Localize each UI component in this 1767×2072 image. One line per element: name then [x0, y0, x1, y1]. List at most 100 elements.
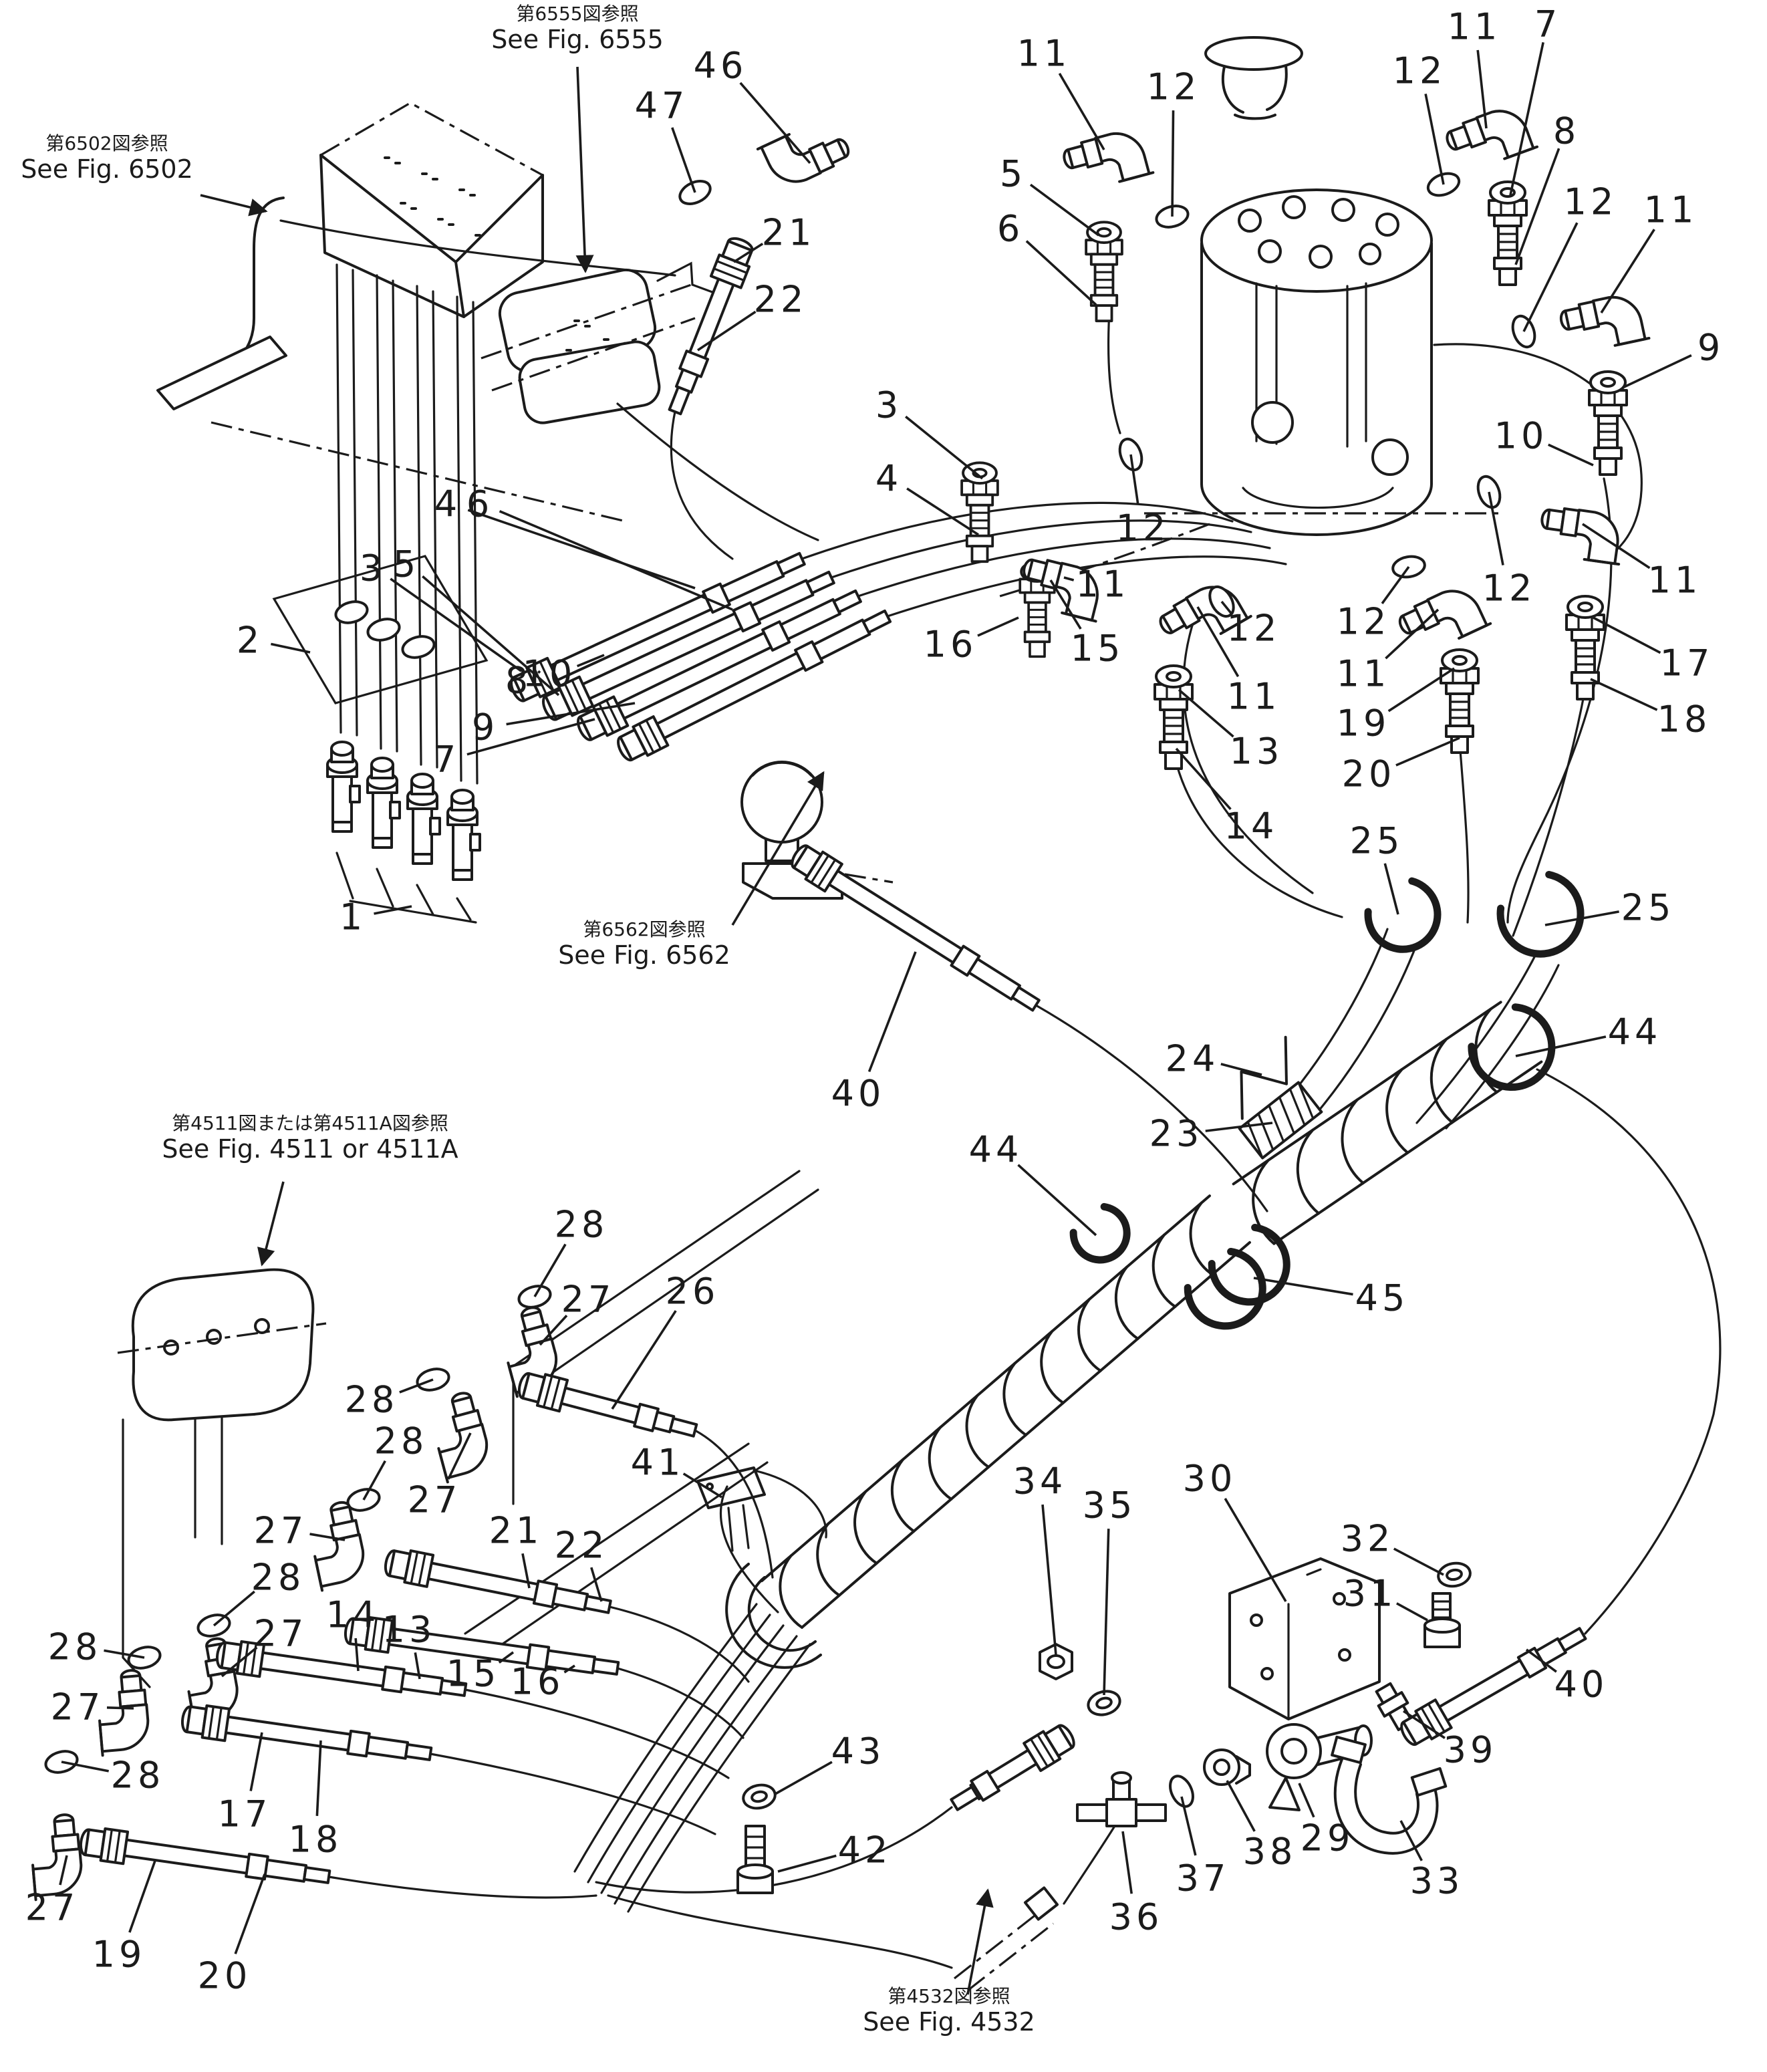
leader-line — [59, 1855, 68, 1886]
hose-21-22 — [670, 410, 734, 560]
part-number-label: 33 — [1410, 1860, 1464, 1902]
hose — [572, 589, 862, 747]
part-number-label: 38 — [1243, 1831, 1297, 1873]
bracket-assembly-bottom-right — [736, 1068, 1722, 1992]
part-number-label: 8 — [1553, 110, 1580, 152]
leader-line — [213, 1590, 255, 1627]
hose — [950, 1720, 1079, 1811]
part-number-label: 28 — [251, 1557, 305, 1599]
part-number-label: 20 — [1342, 753, 1396, 795]
figure-reference-jp: 第6555図参照 — [516, 3, 638, 25]
part-number-label: 12 — [1147, 66, 1201, 108]
hose — [1395, 1627, 1587, 1752]
leader-line — [1196, 606, 1240, 678]
leader-line — [467, 509, 696, 590]
figure-reference-jp: 第6562図参照 — [583, 918, 705, 940]
leader-line — [1396, 1602, 1428, 1622]
band-24 — [1240, 1035, 1288, 1120]
washer-43 — [739, 1781, 779, 1813]
leader-line — [309, 1533, 346, 1541]
bolt-42 — [736, 1825, 774, 1894]
part-number-label: 12 — [1227, 608, 1281, 650]
leader-line — [1129, 454, 1139, 505]
part-number-label: 4 — [434, 483, 461, 525]
leader-line — [1590, 678, 1658, 711]
part-number-label: 17 — [218, 1793, 272, 1835]
hose-bundle — [573, 871, 1585, 1913]
u-hose-33 — [1331, 1735, 1448, 1855]
hose — [785, 839, 1041, 1012]
part-number-label: 47 — [635, 85, 689, 127]
part-number-label: 22 — [754, 279, 808, 321]
leader-line — [1395, 737, 1460, 767]
leader-line — [221, 1646, 258, 1678]
leader-line — [521, 1553, 531, 1589]
leader-line — [1525, 1648, 1557, 1673]
tee-36 — [1076, 1771, 1167, 1827]
leader-line — [466, 718, 595, 756]
leader-line — [1025, 240, 1097, 306]
leader-line — [1387, 667, 1455, 713]
leader-line — [1178, 688, 1234, 738]
part-number-label: 46 — [694, 45, 748, 87]
leader-line — [733, 243, 764, 263]
part-number-label: 7 — [1534, 3, 1561, 45]
part-number-label: 31 — [1343, 1573, 1397, 1615]
leader-line — [1171, 110, 1175, 217]
leader-line — [777, 1854, 837, 1873]
part-number-label: 18 — [1657, 698, 1712, 741]
figure-reference-en: See Fig. 4511 or 4511A — [162, 1134, 458, 1164]
leader-line — [1058, 72, 1105, 150]
part-number-label: 13 — [1230, 731, 1284, 773]
part-number-label: 9 — [1697, 327, 1724, 369]
leader-line — [374, 905, 412, 915]
leader-line — [1522, 222, 1579, 332]
part-number-label: 41 — [631, 1442, 685, 1484]
leader-line — [128, 1860, 156, 1933]
reference-arrow — [575, 66, 594, 273]
leader-line — [1063, 576, 1075, 581]
part-number-label: 3 — [875, 384, 902, 426]
hose — [668, 233, 759, 416]
part-number-label: 35 — [1083, 1484, 1137, 1527]
part-number-label: 1 — [339, 896, 366, 938]
leader-line — [1383, 863, 1399, 915]
leader-line — [1381, 565, 1410, 604]
o-rings-group-2 — [272, 555, 489, 704]
elbow-46 — [756, 113, 854, 195]
leader-line — [1220, 1063, 1262, 1076]
part-number-label: 27 — [25, 1887, 80, 1929]
leader-line — [1298, 1783, 1315, 1818]
part-number-label: 16 — [511, 1661, 565, 1703]
part-number-label: 30 — [1183, 1458, 1237, 1500]
reference-arrow — [731, 771, 825, 926]
part-number-label: 28 — [555, 1204, 609, 1246]
hose — [178, 1701, 433, 1761]
figure-reference-jp: 第4532図参照 — [888, 1985, 1010, 2007]
leader-line — [315, 1740, 322, 1816]
plug-fittings-group-1 — [326, 741, 481, 924]
leader-line — [354, 1638, 360, 1672]
leader-line — [1509, 41, 1544, 196]
figure-reference-jp: 第4511図または第4511A図参照 — [172, 1112, 448, 1134]
part-number-label: 27 — [408, 1479, 462, 1521]
leader-line — [1220, 600, 1232, 614]
leader-line — [1544, 910, 1619, 926]
part-number-label: 17 — [1660, 642, 1714, 684]
part-number-label: 39 — [1444, 1729, 1498, 1771]
part-number-label: 21 — [762, 212, 816, 254]
leader-line — [422, 575, 560, 696]
leader-line — [104, 1649, 145, 1659]
leader-line — [1424, 94, 1445, 185]
leader-line — [697, 310, 757, 352]
leader-line — [447, 1432, 472, 1480]
part-number-label: 5 — [1000, 153, 1027, 195]
figure-reference-en: See Fig. 6502 — [21, 154, 193, 184]
hose — [381, 1545, 612, 1614]
hose — [515, 1367, 698, 1438]
part-number-label: 12 — [1116, 507, 1170, 549]
leader-line — [539, 1314, 568, 1346]
leader-line — [414, 1652, 421, 1680]
leader-line — [1029, 183, 1100, 237]
